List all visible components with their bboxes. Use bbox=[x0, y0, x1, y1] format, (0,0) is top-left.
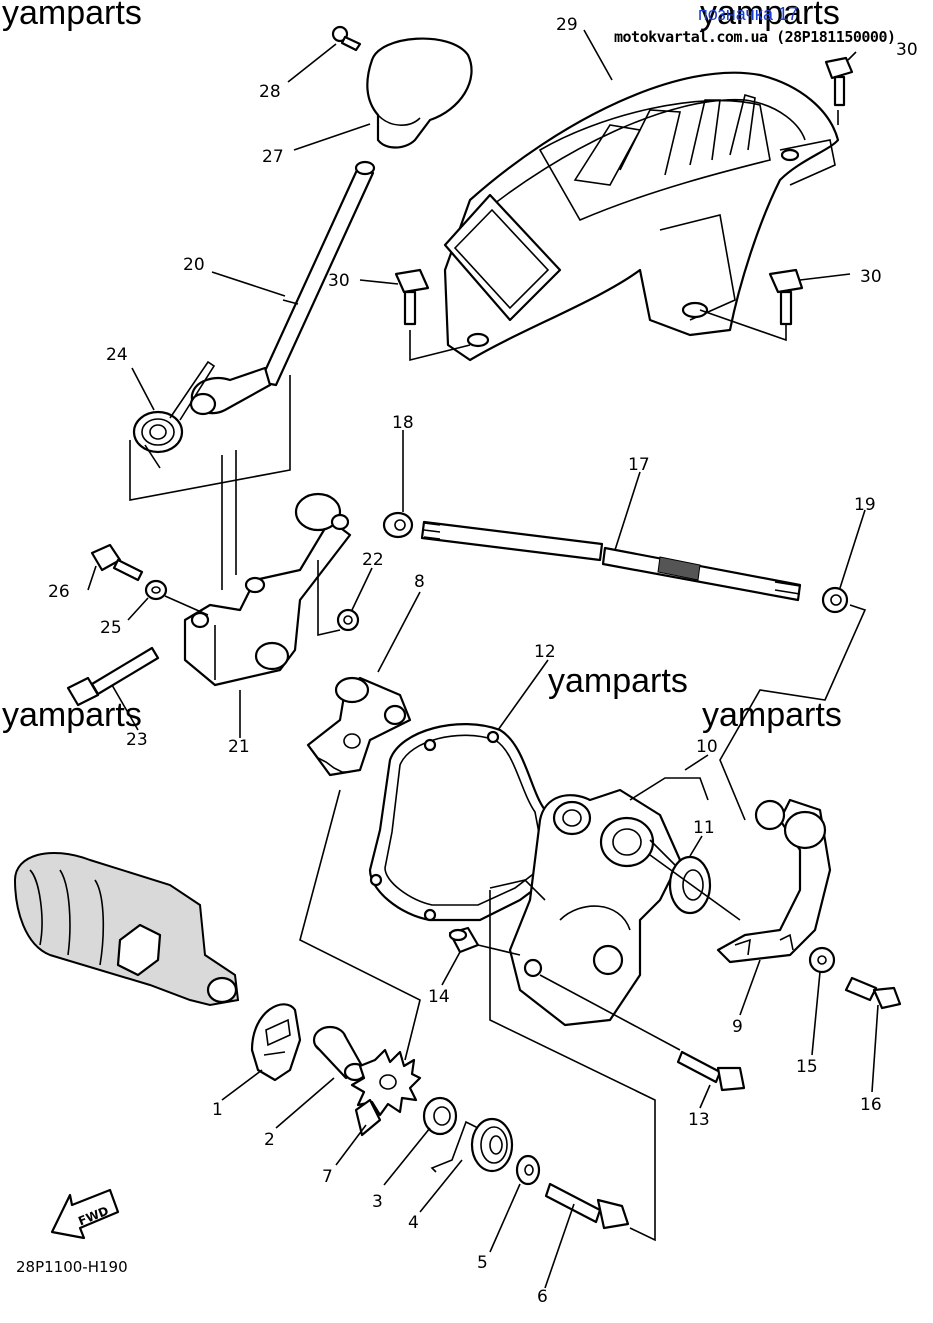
callout-24: 24 bbox=[106, 345, 128, 365]
bolt-6 bbox=[544, 1182, 630, 1230]
callout-30-left: 30 bbox=[328, 271, 350, 291]
bolt-26 bbox=[90, 543, 144, 582]
callout-12: 12 bbox=[534, 642, 556, 662]
washer-22 bbox=[336, 608, 360, 632]
stopper-plate bbox=[250, 1003, 302, 1082]
dowel-pin bbox=[448, 926, 480, 954]
callout-labels: 28 27 20 24 29 30 30 30 18 17 19 26 22 8… bbox=[16, 15, 918, 1307]
segment-star bbox=[350, 1048, 422, 1137]
callout-4: 4 bbox=[408, 1213, 419, 1233]
callout-7: 7 bbox=[322, 1167, 333, 1187]
shift-gate-cover bbox=[443, 71, 840, 362]
bolt-30-left bbox=[394, 268, 430, 326]
washer-15 bbox=[808, 946, 836, 974]
callout-5: 5 bbox=[477, 1253, 488, 1273]
callout-23: 23 bbox=[126, 730, 148, 750]
tie-rod bbox=[420, 520, 802, 602]
callout-10: 10 bbox=[696, 737, 718, 757]
washer-5 bbox=[515, 1154, 541, 1186]
callout-11: 11 bbox=[693, 818, 715, 838]
gasket bbox=[368, 723, 562, 922]
callout-29: 29 bbox=[556, 15, 578, 35]
callout-17: 17 bbox=[628, 455, 650, 475]
shift-lever-rod bbox=[189, 160, 376, 416]
callout-16: 16 bbox=[860, 1095, 882, 1115]
knob-screw bbox=[331, 25, 362, 52]
nut-18 bbox=[382, 511, 414, 539]
watermark-mid-right: yamparts bbox=[702, 696, 842, 734]
callout-9: 9 bbox=[732, 1017, 743, 1037]
callout-27: 27 bbox=[262, 147, 284, 167]
callout-3: 3 bbox=[372, 1192, 383, 1212]
washer-25 bbox=[144, 579, 168, 601]
nut-19 bbox=[821, 586, 849, 614]
diagram-code: 28P1100-H190 bbox=[16, 1258, 128, 1276]
callout-21: 21 bbox=[228, 737, 250, 757]
callout-6: 6 bbox=[537, 1287, 548, 1307]
callout-18: 18 bbox=[392, 413, 414, 433]
callout-14: 14 bbox=[428, 987, 450, 1007]
torsion-spring bbox=[430, 1117, 514, 1173]
callout-13: 13 bbox=[688, 1110, 710, 1130]
shift-lever-8 bbox=[306, 676, 412, 777]
oil-seal bbox=[668, 855, 712, 915]
bolt-16 bbox=[844, 976, 902, 1010]
watermark-top-left: yamparts bbox=[2, 0, 142, 32]
fwd-arrow: FWD bbox=[50, 1188, 120, 1240]
callout-1: 1 bbox=[212, 1100, 223, 1120]
callout-8: 8 bbox=[414, 572, 425, 592]
watermark-mid-center: yamparts bbox=[548, 662, 688, 700]
pivot-bolt-23 bbox=[66, 646, 160, 707]
watermark-top-right: yamparts bbox=[700, 0, 840, 32]
watermark-mid-left: yamparts bbox=[2, 696, 142, 734]
bolt-30-right bbox=[768, 268, 804, 326]
callout-15: 15 bbox=[796, 1057, 818, 1077]
shift-drum bbox=[13, 852, 240, 1007]
shift-arm bbox=[183, 492, 352, 687]
return-spring bbox=[132, 360, 216, 469]
washer-3 bbox=[422, 1096, 458, 1136]
callout-22: 22 bbox=[362, 550, 384, 570]
collar bbox=[312, 1025, 367, 1082]
callout-28: 28 bbox=[259, 82, 281, 102]
callout-19: 19 bbox=[854, 495, 876, 515]
header-link[interactable]: позначка 17 bbox=[698, 4, 799, 24]
bolt-30-top bbox=[824, 56, 854, 107]
shift-arm-9 bbox=[716, 798, 832, 964]
bolt-13 bbox=[676, 1050, 746, 1092]
callout-30-right: 30 bbox=[860, 267, 882, 287]
callout-2: 2 bbox=[264, 1130, 275, 1150]
callout-25: 25 bbox=[100, 618, 122, 638]
shift-cover bbox=[508, 788, 682, 1027]
leader-lines bbox=[87, 29, 879, 1289]
callout-30-top: 30 bbox=[896, 40, 918, 60]
header-site-text: motokvartal.com.ua (28P181150000) bbox=[614, 28, 896, 46]
callout-26: 26 bbox=[48, 582, 70, 602]
shift-knob bbox=[366, 37, 473, 149]
callout-20: 20 bbox=[183, 255, 205, 275]
